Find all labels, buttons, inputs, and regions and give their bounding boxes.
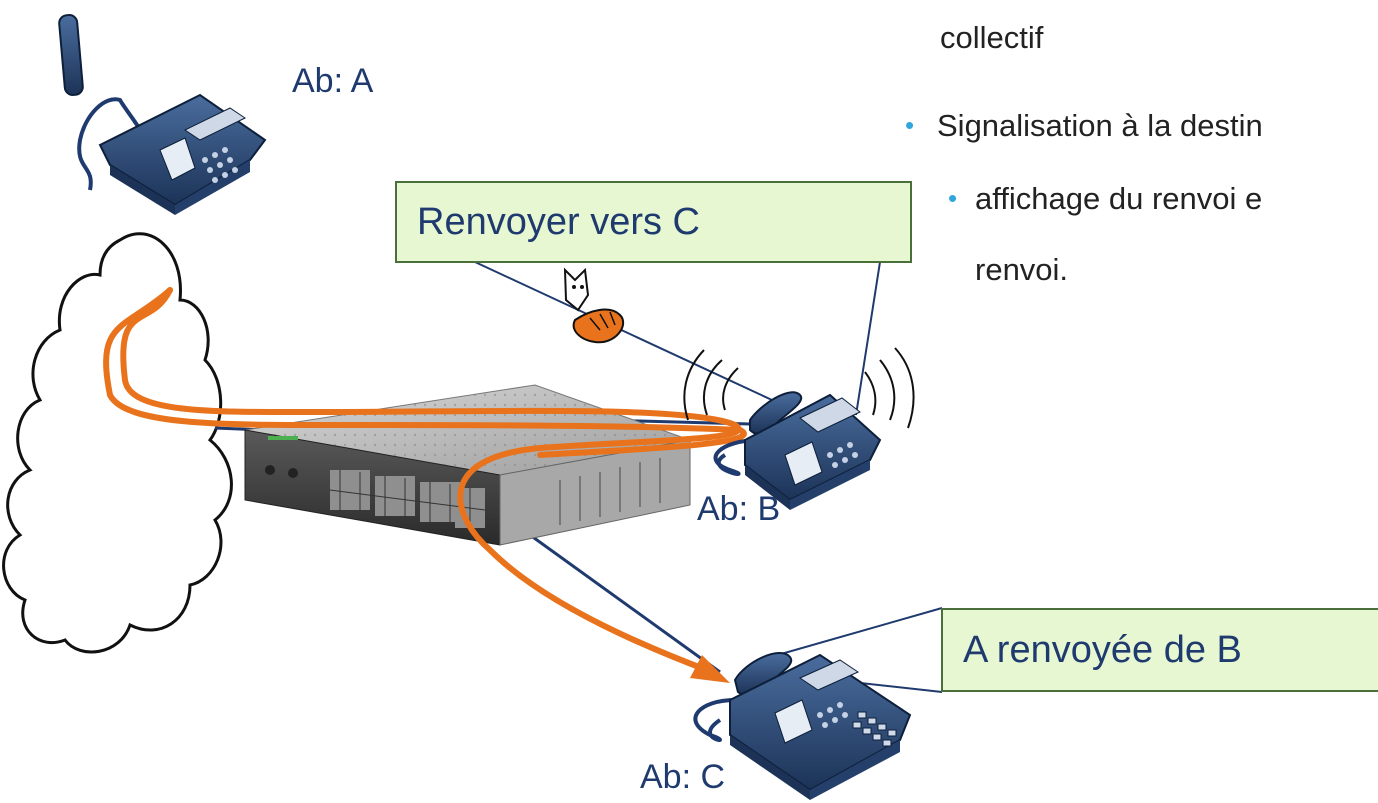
- label-ab-c: Ab: C: [640, 758, 726, 796]
- arrow-head-icon: [690, 655, 730, 683]
- cloud-icon: [2, 232, 233, 654]
- phone-c-icon: [693, 651, 912, 800]
- phone-b-icon: [713, 391, 882, 510]
- hand-icon: [563, 267, 625, 344]
- call-route: [103, 287, 747, 675]
- callout-renvoyee: A renvoyée de B: [941, 608, 1378, 692]
- label-ab-a: Ab: A: [292, 62, 374, 100]
- phone-a-icon: [58, 14, 267, 215]
- ring-waves-icon: [683, 347, 915, 429]
- callout-renvoyer: Renvoyer vers C: [395, 181, 912, 263]
- label-ab-b: Ab: B: [697, 490, 781, 528]
